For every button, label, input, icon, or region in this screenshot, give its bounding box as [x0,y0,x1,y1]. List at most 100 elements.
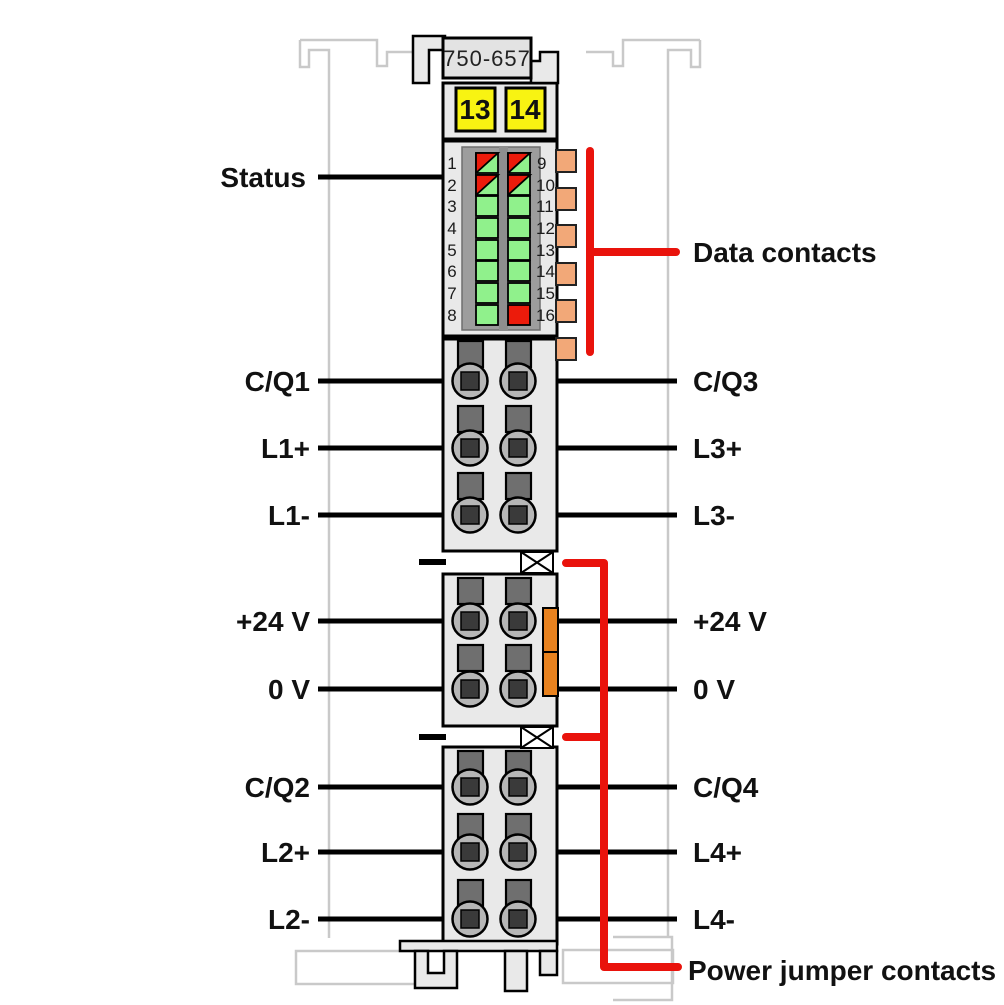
led-15 [507,282,531,304]
label-24v-r: +24 V [693,606,767,637]
slot [504,404,533,434]
led-1-red-half [475,152,501,176]
opening [460,611,480,631]
led-num-6: 6 [447,262,456,281]
opening [460,842,480,862]
left-neighbour-edge-outline [298,40,331,938]
mounting-foot-right [538,949,559,977]
opening [508,679,528,699]
led-num-9: 9 [537,154,546,173]
opening [460,505,480,525]
left-neighbour-foot-outline [294,949,428,986]
led-12 [507,217,531,239]
marking-13-text: 13 [459,94,490,125]
power-jumper-contact-lower [542,651,559,697]
opening [508,777,528,797]
opening [460,679,480,699]
led-numbers-left: 1 2 3 4 5 6 7 8 [447,154,456,325]
right-terminal-labels: C/Q3 L3+ L3- +24 V 0 V C/Q4 L4+ L4- [693,366,767,935]
slot [504,576,533,606]
marking-square-14 [504,86,547,133]
jumper-symbol-top [520,551,554,574]
led-7 [475,282,499,304]
label-l2m: L2- [268,904,310,935]
status-label: Status [220,162,306,193]
left-neighbour-top-outline [300,38,414,68]
right-neighbour-top-outline [586,38,700,68]
label-0v-r: 0 V [693,674,735,705]
data-contact-2 [555,187,577,211]
led-num-14: 14 [536,262,555,281]
led-4 [475,217,499,239]
opening [460,909,480,929]
data-contacts [555,149,577,361]
top-right-step [529,50,560,85]
data-contacts-label: Data contacts [693,237,877,268]
mounting-foot-left [413,949,459,990]
slot [456,471,485,501]
led-num-1: 1 [447,154,456,173]
label-cq4: C/Q4 [693,772,759,803]
led-num-4: 4 [447,219,456,238]
opening [460,777,480,797]
label-l3p: L3+ [693,433,742,464]
led-10-red-half [507,174,533,198]
left-label-lines [318,174,461,922]
led-2-red-half [475,174,501,198]
opening [508,505,528,525]
base-plate [398,939,559,953]
led-13 [507,239,531,261]
jumper-symbols [520,551,554,749]
led-panel-center-strip [499,147,508,330]
label-l3m: L3- [693,500,735,531]
right-neighbour-edge-outline [666,40,702,938]
led-num-13: 13 [536,241,555,260]
slot [456,404,485,434]
slot [456,643,485,673]
marking-14-text: 14 [509,94,541,125]
label-cq1: C/Q1 [245,366,310,397]
label-l1m: L1- [268,500,310,531]
opening [460,371,480,391]
label-l4m: L4- [693,904,735,935]
led-num-8: 8 [447,306,456,325]
slot [504,643,533,673]
opening [508,909,528,929]
label-cq2: C/Q2 [245,772,310,803]
led-num-3: 3 [447,197,456,216]
jumper-symbol-bottom [520,726,554,749]
led-9-red-half [507,152,533,176]
slot [456,576,485,606]
led-5 [475,239,499,261]
opening [508,611,528,631]
left-terminal-labels: C/Q1 L1+ L1- +24 V 0 V C/Q2 L2+ L2- [236,366,310,935]
part-number-text: 750-657 [443,46,531,71]
data-contact-3 [555,224,577,248]
opening [508,371,528,391]
data-contact-1 [555,149,577,173]
opening [508,842,528,862]
jumper-x-icon [520,551,554,574]
power-jumper-contact [542,607,559,697]
top-latch [411,34,447,85]
led-11 [507,195,531,217]
background-rail-outlines [294,38,702,1002]
led-num-16: 16 [536,306,555,325]
led-num-10: 10 [536,176,555,195]
red-annotation-lines [562,147,682,971]
led-16 [507,304,531,326]
terminal-wire-slots [456,339,533,908]
led-8 [475,304,499,326]
terminal-clamp-openings [460,371,528,929]
power-jumper-contact-upper [542,607,559,653]
opening [460,438,480,458]
data-contact-5 [555,299,577,323]
slot [504,471,533,501]
power-jumper-contacts-label: Power jumper contacts [688,955,996,986]
label-0v-l: 0 V [268,674,310,705]
marking-squares [454,86,547,133]
jumper-x-icon [520,726,554,749]
led-num-15: 15 [536,284,555,303]
led-num-5: 5 [447,241,456,260]
